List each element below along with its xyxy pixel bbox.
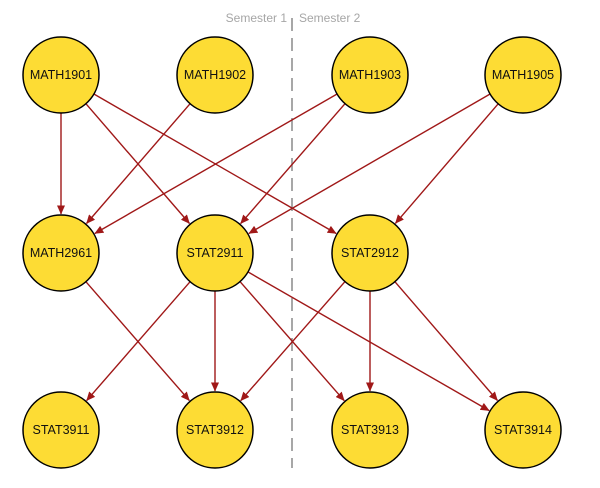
- node-circle: [176, 214, 254, 292]
- node-circle: [22, 214, 100, 292]
- node-stat2911: STAT2911: [176, 214, 254, 292]
- edges: [57, 93, 499, 412]
- node-label: STAT3912: [186, 423, 244, 437]
- node-label: STAT2911: [187, 246, 244, 260]
- node-circle: [331, 214, 409, 292]
- edge-stat2912-to-stat3912: [240, 281, 346, 402]
- node-circle: [22, 36, 100, 114]
- node-label: STAT2912: [341, 246, 399, 260]
- node-circle: [176, 36, 254, 114]
- node-circle: [331, 391, 409, 469]
- edge-math1905-to-stat2912: [394, 103, 499, 224]
- node-stat3914: STAT3914: [484, 391, 562, 469]
- semester-2-label: Semester 2: [299, 11, 361, 25]
- edge-stat2912-to-stat3914: [394, 281, 499, 401]
- node-math1902: MATH1902: [176, 36, 254, 114]
- node-label: MATH1905: [492, 68, 554, 82]
- node-label: STAT3911: [33, 423, 90, 437]
- node-circle: [331, 36, 409, 114]
- node-label: MATH1903: [339, 68, 401, 82]
- edge-stat2911-to-stat3911: [86, 281, 191, 402]
- node-circle: [484, 36, 562, 114]
- node-stat3912: STAT3912: [176, 391, 254, 469]
- node-math1901: MATH1901: [22, 36, 100, 114]
- edge-stat2911-to-stat3914: [247, 271, 490, 412]
- node-math2961: MATH2961: [22, 214, 100, 292]
- node-math1903: MATH1903: [331, 36, 409, 114]
- nodes: MATH1901 MATH1902 MATH1903 MATH1905MATH2961…: [22, 36, 562, 469]
- node-label: MATH2961: [30, 246, 92, 260]
- semester-1-label: Semester 1: [226, 11, 288, 25]
- node-label: STAT3914: [494, 423, 552, 437]
- node-circle: [484, 391, 562, 469]
- edge-math1903-to-math2961: [94, 93, 338, 235]
- edge-math1903-to-stat2911: [240, 103, 346, 225]
- node-stat3911: STAT3911: [22, 391, 100, 469]
- node-math1905: MATH1905: [484, 36, 562, 114]
- node-circle: [22, 391, 100, 469]
- node-label: MATH1901: [30, 68, 92, 82]
- node-stat3913: STAT3913: [331, 391, 409, 469]
- node-label: STAT3913: [341, 423, 399, 437]
- edge-math1905-to-stat2911: [248, 93, 491, 235]
- node-label: MATH1902: [184, 68, 246, 82]
- node-circle: [176, 391, 254, 469]
- edge-math1902-to-math2961: [85, 103, 191, 224]
- node-stat2912: STAT2912: [331, 214, 409, 292]
